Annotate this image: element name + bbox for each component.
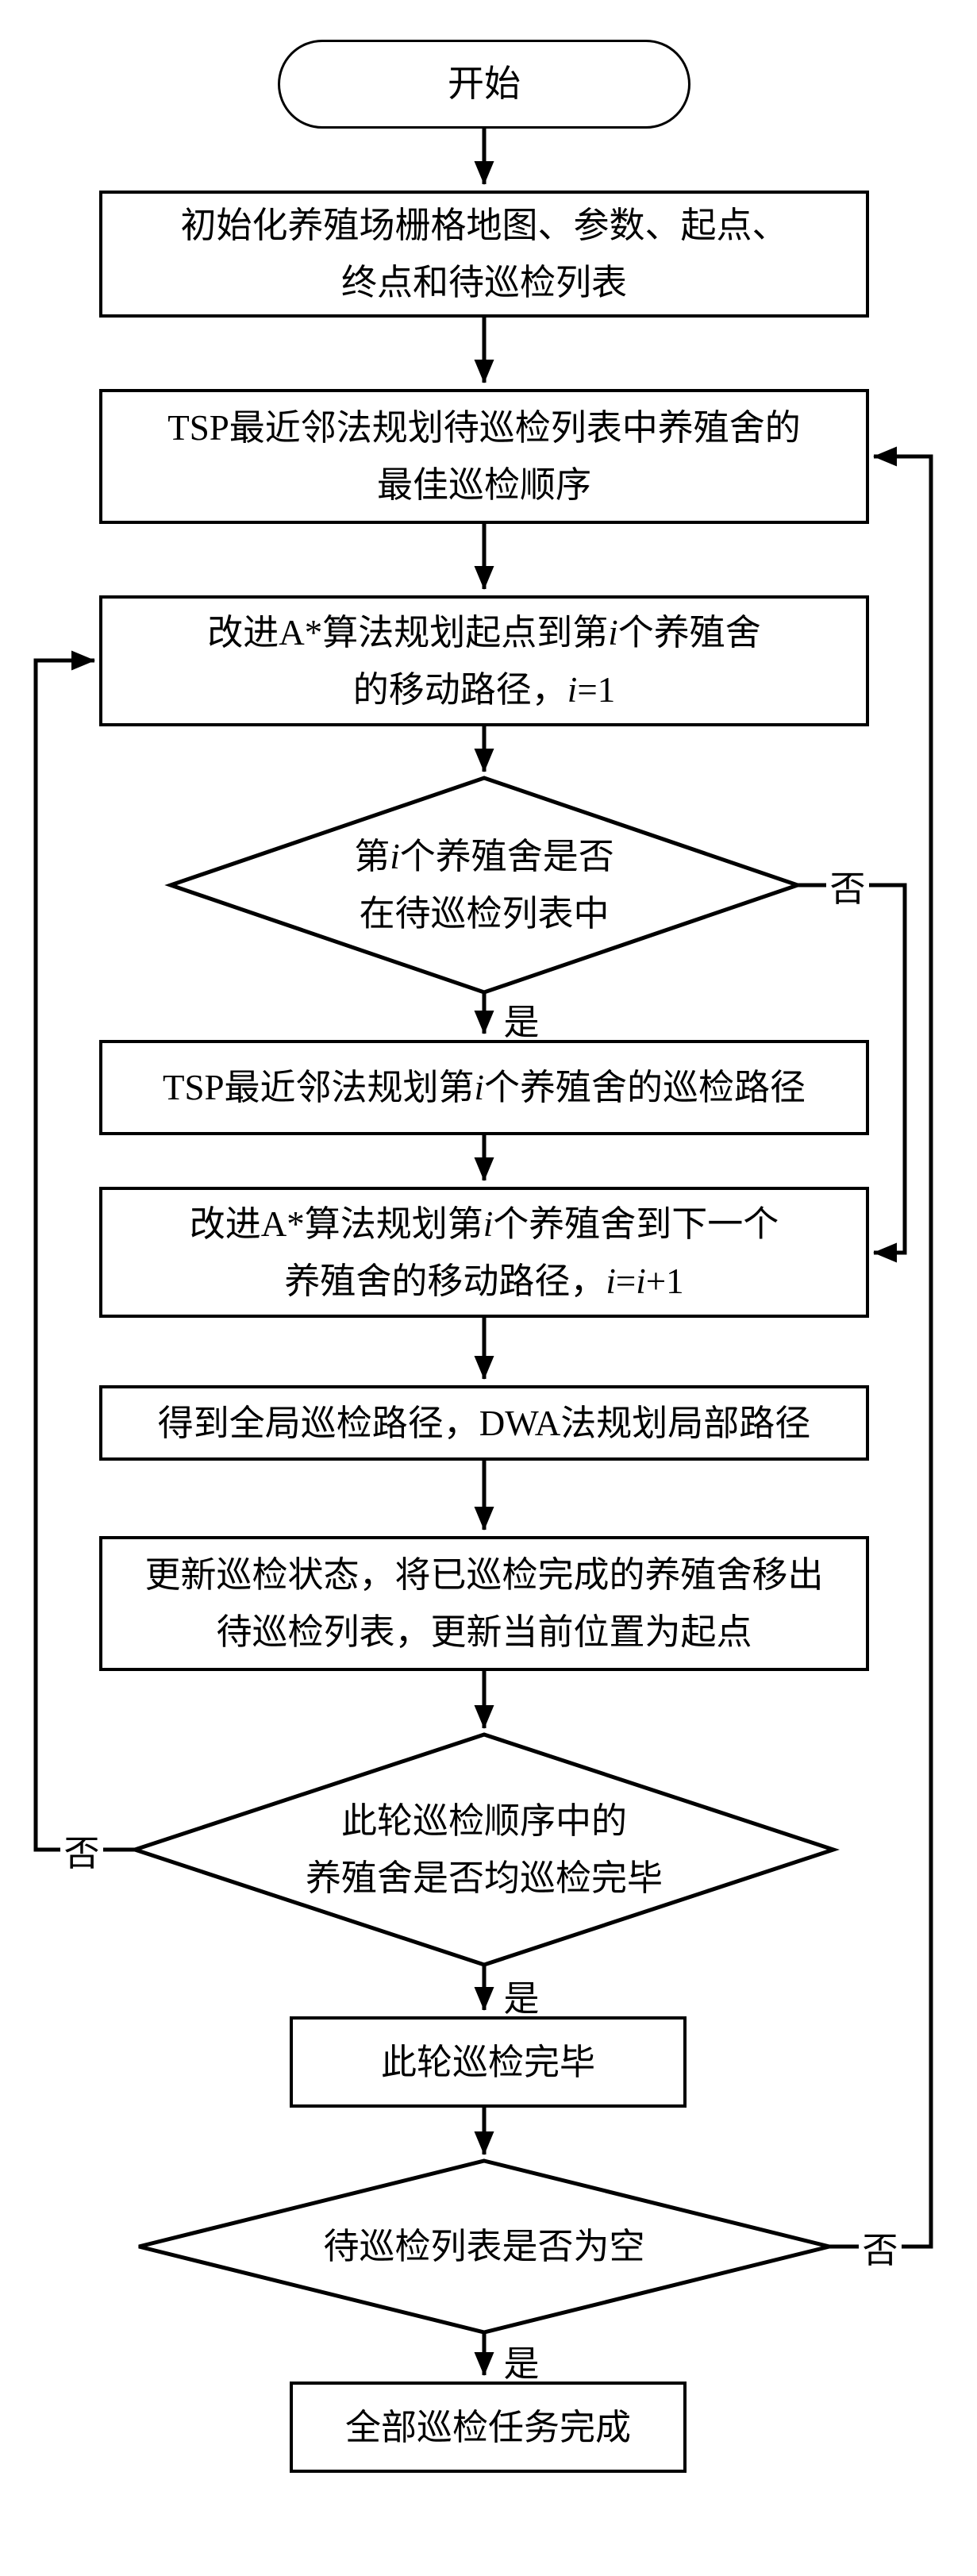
process-tsp-house-path-line1: TSP最近邻法规划第i个养殖舍的巡检路径	[162, 1068, 806, 1107]
process-init-line1: 初始化养殖场栅格地图、参数、起点、	[180, 206, 788, 245]
start-node: 开始	[278, 40, 690, 129]
process-update-status-line2: 待巡检列表，更新当前位置为起点	[216, 1612, 752, 1652]
process-round-done: 此轮巡检完毕	[290, 2016, 687, 2108]
decision-check-in-list-shape	[164, 776, 804, 995]
process-dwa-local-line1: 得到全局巡检路径，DWA法规划局部路径	[157, 1403, 811, 1443]
label-yes-round-done: 是	[503, 1978, 540, 2019]
process-astar-start-line2: 的移动路径，i=1	[352, 669, 616, 710]
process-all-done-line1: 全部巡检任务完成	[344, 2407, 631, 2447]
label-yes-list-empty: 是	[503, 2343, 540, 2384]
process-astar-next-line1: 改进A*算法规划第i个养殖舍到下一个	[189, 1203, 779, 1244]
start-label: 开始	[448, 64, 521, 104]
process-astar-start-line1: 改进A*算法规划起点到第i个养殖舍	[207, 612, 761, 653]
decision-check-in-list-line2: 在待巡检列表中	[359, 894, 610, 934]
decision-check-empty-text: 待巡检列表是否为空	[286, 2221, 683, 2272]
decision-check-empty-line1: 待巡检列表是否为空	[323, 2227, 645, 2266]
process-dwa-local: 得到全局巡检路径，DWA法规划局部路径	[99, 1385, 869, 1461]
process-init: 初始化养殖场栅格地图、参数、起点、 终点和待巡检列表	[99, 191, 869, 318]
process-init-line2: 终点和待巡检列表	[340, 263, 627, 302]
label-no-round-done: 否	[60, 1828, 103, 1873]
decision-check-round-text: 此轮巡检顺序中的 养殖舍是否均巡检完毕	[270, 1792, 698, 1907]
process-tsp-order: TSP最近邻法规划待巡检列表中养殖舍的 最佳巡检顺序	[99, 389, 869, 524]
decision-check-round-shape	[129, 1732, 840, 1967]
process-tsp-order-line2: 最佳巡检顺序	[376, 465, 591, 505]
process-tsp-order-line1: TSP最近邻法规划待巡检列表中养殖舍的	[167, 408, 801, 448]
label-no-in-list: 否	[826, 864, 869, 909]
decision-check-in-list-line1: 第i个养殖舍是否	[354, 837, 614, 876]
process-astar-next: 改进A*算法规划第i个养殖舍到下一个 养殖舍的移动路径，i=i+1	[99, 1187, 869, 1318]
label-no-list-empty: 否	[859, 2225, 902, 2270]
process-tsp-house-path: TSP最近邻法规划第i个养殖舍的巡检路径	[99, 1040, 869, 1135]
process-all-done: 全部巡检任务完成	[290, 2382, 687, 2473]
decision-check-in-list-text: 第i个养殖舍是否 在待巡检列表中	[286, 828, 683, 942]
decision-check-round-line2: 养殖舍是否均巡检完毕	[305, 1858, 663, 1898]
process-update-status-line1: 更新巡检状态，将已巡检完成的养殖舍移出	[144, 1555, 824, 1595]
label-yes-in-list: 是	[503, 1002, 540, 1042]
process-astar-start: 改进A*算法规划起点到第i个养殖舍 的移动路径，i=1	[99, 595, 869, 726]
process-update-status: 更新巡检状态，将已巡检完成的养殖舍移出 待巡检列表，更新当前位置为起点	[99, 1536, 869, 1671]
decision-check-round-line1: 此轮巡检顺序中的	[340, 1801, 627, 1841]
decision-check-empty-shape	[138, 2158, 830, 2335]
process-round-done-line1: 此轮巡检完毕	[380, 2042, 595, 2082]
process-astar-next-line2: 养殖舍的移动路径，i=i+1	[284, 1261, 684, 1301]
